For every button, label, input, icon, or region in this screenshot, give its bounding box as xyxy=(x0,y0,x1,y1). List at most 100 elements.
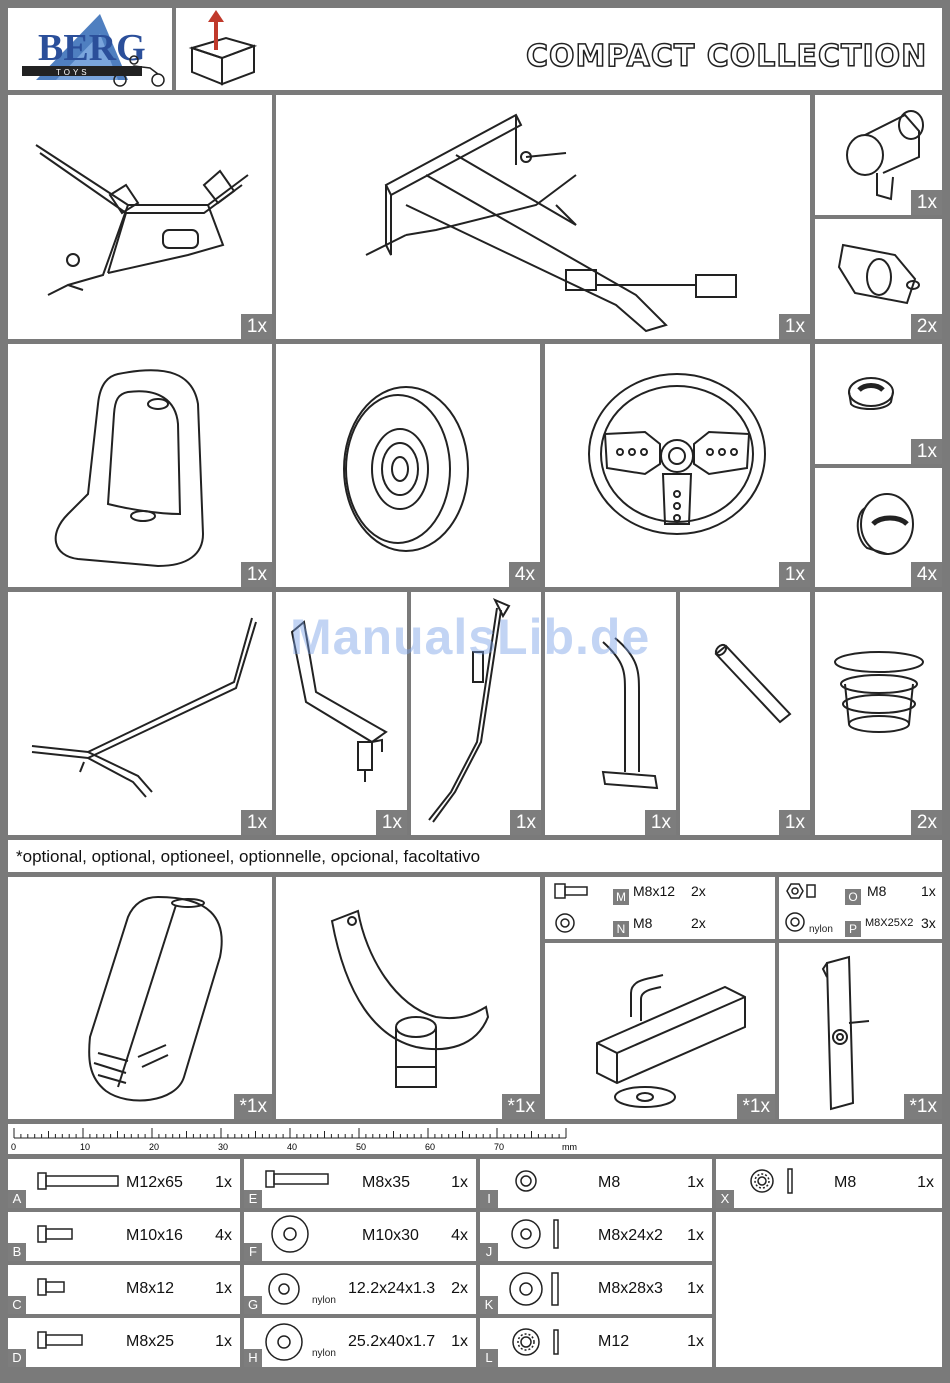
nylon-tag: nylon xyxy=(312,1348,336,1359)
axle-cap-drawing xyxy=(837,243,920,305)
tube-pin-drawing xyxy=(714,643,792,724)
hw-qty: 1x xyxy=(921,883,936,899)
hw-P-qty-cell: 3x xyxy=(917,909,942,937)
hw-letter: G xyxy=(244,1296,262,1314)
ruler-label: 50 xyxy=(356,1142,366,1152)
steering-wheel-drawing xyxy=(588,373,766,535)
seat-bracket-drawing xyxy=(290,620,388,782)
hw-qty: 1x xyxy=(687,1174,704,1191)
hw-letter: X xyxy=(716,1190,734,1208)
washer-icon xyxy=(515,1170,537,1192)
qty-badge: 1x xyxy=(240,314,272,339)
qty-badge: 1x xyxy=(910,439,942,464)
ruler-label: 10 xyxy=(80,1142,90,1152)
hw-N-qty-cell: 2x xyxy=(687,909,713,937)
ruler-label: 20 xyxy=(149,1142,159,1152)
hw-qty: 1x xyxy=(215,1333,232,1350)
bent-rod-drawing xyxy=(31,617,257,798)
hw-letter: C xyxy=(8,1296,26,1314)
unbox-icon-cell: COMPACT COLLECTION xyxy=(176,8,942,90)
hw-qty: 2x xyxy=(451,1280,468,1297)
washer-icon xyxy=(268,1273,300,1305)
hw-qty: 4x xyxy=(451,1227,468,1244)
hw-size: 12.2x24x1.3 xyxy=(348,1280,436,1297)
watermark: ManualsLib.de xyxy=(290,609,651,665)
washer-icon xyxy=(511,1219,559,1249)
ruler-label: 0 xyxy=(11,1142,16,1152)
qty-badge: 1x xyxy=(240,810,272,835)
washer-icon xyxy=(555,913,575,933)
hw-qty: 1x xyxy=(687,1227,704,1244)
hw-qty: 3x xyxy=(921,915,936,931)
frame-main-drawing xyxy=(365,113,737,333)
bolt-icon xyxy=(265,1170,329,1188)
steering-column-drawing xyxy=(601,637,659,790)
hw-letter: H xyxy=(244,1349,262,1367)
hw-qty: 2x xyxy=(691,883,706,899)
hw-size: M8x24x2 xyxy=(598,1227,663,1244)
bolt-icon xyxy=(554,883,588,899)
hw-size: M8 xyxy=(834,1174,857,1191)
frame-front-drawing xyxy=(35,144,249,296)
hw-size: M8x25 xyxy=(126,1333,175,1350)
optional-note-bar: *optional, optional, optioneel, optionne… xyxy=(8,840,942,872)
hw-qty: 4x xyxy=(215,1227,232,1244)
hw-qty: 1x xyxy=(451,1174,468,1191)
collection-title: COMPACT COLLECTION xyxy=(526,39,927,74)
hw-N-cell: N xyxy=(545,909,629,937)
hw-P-size-cell: M8X25X2 xyxy=(863,909,915,937)
hw-qty: 1x xyxy=(215,1280,232,1297)
box-icon: COMPACT COLLECTION xyxy=(188,10,927,86)
hw-letter: A xyxy=(8,1190,26,1208)
nut-icon xyxy=(786,883,816,899)
qty-badge: 1x xyxy=(509,810,541,835)
part-steering-rod: 1x xyxy=(411,592,541,835)
steering-rod-drawing xyxy=(428,598,511,823)
optional-tow-hitch: M M8x12 2x N M8 2x *1x xyxy=(545,877,775,1119)
washer-icon xyxy=(750,1168,793,1194)
part-frame-front: 1x xyxy=(8,95,272,339)
hardware-item-j: J M8x24x2 1x xyxy=(480,1212,712,1261)
hardware-empty-cell xyxy=(716,1212,942,1367)
ruler-label: 70 xyxy=(494,1142,504,1152)
qty-badge: 1x xyxy=(778,314,810,339)
qty-badge: 1x xyxy=(644,810,676,835)
part-wheel: 4x xyxy=(276,344,540,587)
qty-badge: 1x xyxy=(240,562,272,587)
part-hub-cap: 4x xyxy=(815,468,942,587)
qty-badge: *1x xyxy=(903,1094,942,1119)
hw-size: M8X25X2 xyxy=(865,917,914,929)
hw-letter: D xyxy=(8,1349,26,1367)
qty-badge: 1x xyxy=(375,810,407,835)
optional-mudguard: *1x xyxy=(276,877,540,1119)
qty-badge: 4x xyxy=(910,562,942,587)
washer-icon xyxy=(265,1323,303,1361)
qty-badge: 1x xyxy=(778,562,810,587)
nylon-tag: nylon xyxy=(312,1295,336,1306)
brand-sub-text: TOYS xyxy=(56,68,90,77)
wheel-drawing xyxy=(343,386,469,552)
hw-size: M12x65 xyxy=(126,1174,183,1191)
part-seat: 1x xyxy=(8,344,272,587)
qty-badge: *1x xyxy=(233,1094,272,1119)
hw-letter: F xyxy=(244,1243,262,1261)
hw-letter: J xyxy=(480,1243,498,1261)
hw-qty: 2x xyxy=(691,915,706,931)
qty-badge: *1x xyxy=(501,1094,540,1119)
seat-drawing xyxy=(54,369,205,568)
hw-size: M10x16 xyxy=(126,1227,183,1244)
nylon-tag: nylon xyxy=(809,924,833,935)
brand-text: BERG xyxy=(38,27,146,69)
hw-qty: 1x xyxy=(687,1280,704,1297)
hw-size: M8 xyxy=(598,1174,621,1191)
hub-cap-small-drawing xyxy=(848,377,894,410)
part-axle-cap: 2x xyxy=(815,219,942,339)
optional-front-fairing: *1x xyxy=(8,877,272,1119)
part-seat-bracket: 1x xyxy=(276,592,407,835)
hw-letter: P xyxy=(845,921,861,937)
